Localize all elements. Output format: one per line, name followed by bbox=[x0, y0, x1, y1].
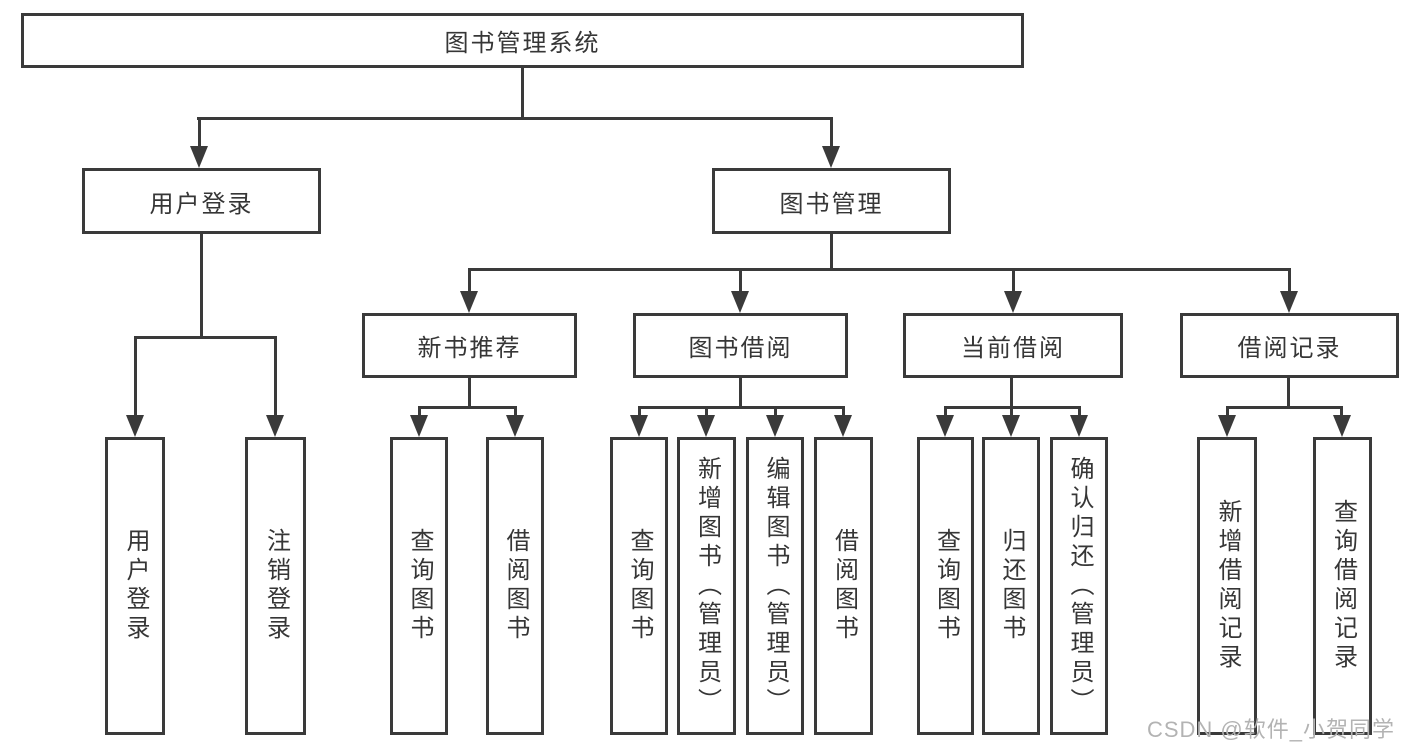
connector-line bbox=[739, 268, 742, 293]
connector-line bbox=[521, 66, 524, 119]
connector-line bbox=[1340, 406, 1343, 417]
leaf-add-borrow-record: 新增借阅记录 bbox=[1197, 437, 1257, 735]
connector-line bbox=[134, 336, 276, 339]
arrow-down-icon bbox=[822, 146, 840, 168]
leaf-query-books: 查询图书 bbox=[917, 437, 974, 735]
leaf-return-books: 归还图书 bbox=[982, 437, 1040, 735]
connector-line bbox=[1226, 406, 1343, 409]
connector-line bbox=[197, 117, 833, 120]
connector-line bbox=[468, 268, 1290, 271]
node-borrowing-records: 借阅记录 bbox=[1180, 313, 1399, 378]
leaf-edit-books-admin: 编辑图书（管理员） bbox=[746, 437, 804, 735]
leaf-borrow-books: 借阅图书 bbox=[486, 437, 544, 735]
node-user-login: 用户登录 bbox=[82, 168, 321, 234]
connector-line bbox=[134, 336, 137, 416]
connector-line bbox=[274, 336, 277, 416]
connector-line bbox=[200, 234, 203, 338]
connector-line bbox=[1078, 406, 1081, 417]
leaf-confirm-return-admin: 确认归还（管理员） bbox=[1050, 437, 1108, 735]
connector-line bbox=[1012, 268, 1015, 293]
arrow-down-icon bbox=[1070, 415, 1088, 437]
leaf-query-books: 查询图书 bbox=[610, 437, 668, 735]
node-root-library-system: 图书管理系统 bbox=[21, 13, 1024, 68]
arrow-down-icon bbox=[1218, 415, 1236, 437]
connector-line bbox=[638, 406, 641, 417]
arrow-down-icon bbox=[1002, 415, 1020, 437]
arrow-down-icon bbox=[834, 415, 852, 437]
arrow-down-icon bbox=[460, 291, 478, 313]
connector-line bbox=[198, 117, 201, 147]
node-new-book-recommendation: 新书推荐 bbox=[362, 313, 577, 378]
connector-line bbox=[774, 406, 777, 417]
connector-line bbox=[638, 406, 844, 409]
arrow-down-icon bbox=[731, 291, 749, 313]
arrow-down-icon bbox=[766, 415, 784, 437]
connector-line bbox=[1226, 406, 1229, 417]
leaf-query-borrow-record: 查询借阅记录 bbox=[1313, 437, 1372, 735]
connector-line bbox=[418, 406, 421, 417]
arrow-down-icon bbox=[936, 415, 954, 437]
leaf-add-books-admin: 新增图书（管理员） bbox=[677, 437, 736, 735]
connector-line bbox=[1288, 268, 1291, 293]
connector-line bbox=[1287, 378, 1290, 408]
connector-line bbox=[514, 406, 517, 417]
arrow-down-icon bbox=[266, 415, 284, 437]
connector-line bbox=[944, 406, 947, 417]
arrow-down-icon bbox=[126, 415, 144, 437]
arrow-down-icon bbox=[697, 415, 715, 437]
node-book-borrowing: 图书借阅 bbox=[633, 313, 848, 378]
connector-line bbox=[468, 268, 471, 293]
arrow-down-icon bbox=[506, 415, 524, 437]
connector-line bbox=[830, 117, 833, 147]
node-current-borrowing: 当前借阅 bbox=[903, 313, 1123, 378]
connector-line bbox=[1010, 406, 1013, 417]
connector-line bbox=[468, 378, 471, 408]
leaf-query-books: 查询图书 bbox=[390, 437, 448, 735]
connector-line bbox=[842, 406, 845, 417]
leaf-borrow-books: 借阅图书 bbox=[814, 437, 873, 735]
leaf-logout: 注销登录 bbox=[245, 437, 306, 735]
connector-line bbox=[830, 234, 833, 270]
csdn-watermark: CSDN @软件_小贺同学 bbox=[1146, 717, 1395, 742]
arrow-down-icon bbox=[1004, 291, 1022, 313]
arrow-down-icon bbox=[1333, 415, 1351, 437]
arrow-down-icon bbox=[410, 415, 428, 437]
leaf-user-login: 用户登录 bbox=[105, 437, 165, 735]
connector-line bbox=[1010, 378, 1013, 408]
connector-line bbox=[739, 378, 742, 408]
arrow-down-icon bbox=[190, 146, 208, 168]
arrow-down-icon bbox=[630, 415, 648, 437]
arrow-down-icon bbox=[1280, 291, 1298, 313]
connector-line bbox=[418, 406, 516, 409]
node-book-management: 图书管理 bbox=[712, 168, 951, 234]
connector-line bbox=[705, 406, 708, 417]
